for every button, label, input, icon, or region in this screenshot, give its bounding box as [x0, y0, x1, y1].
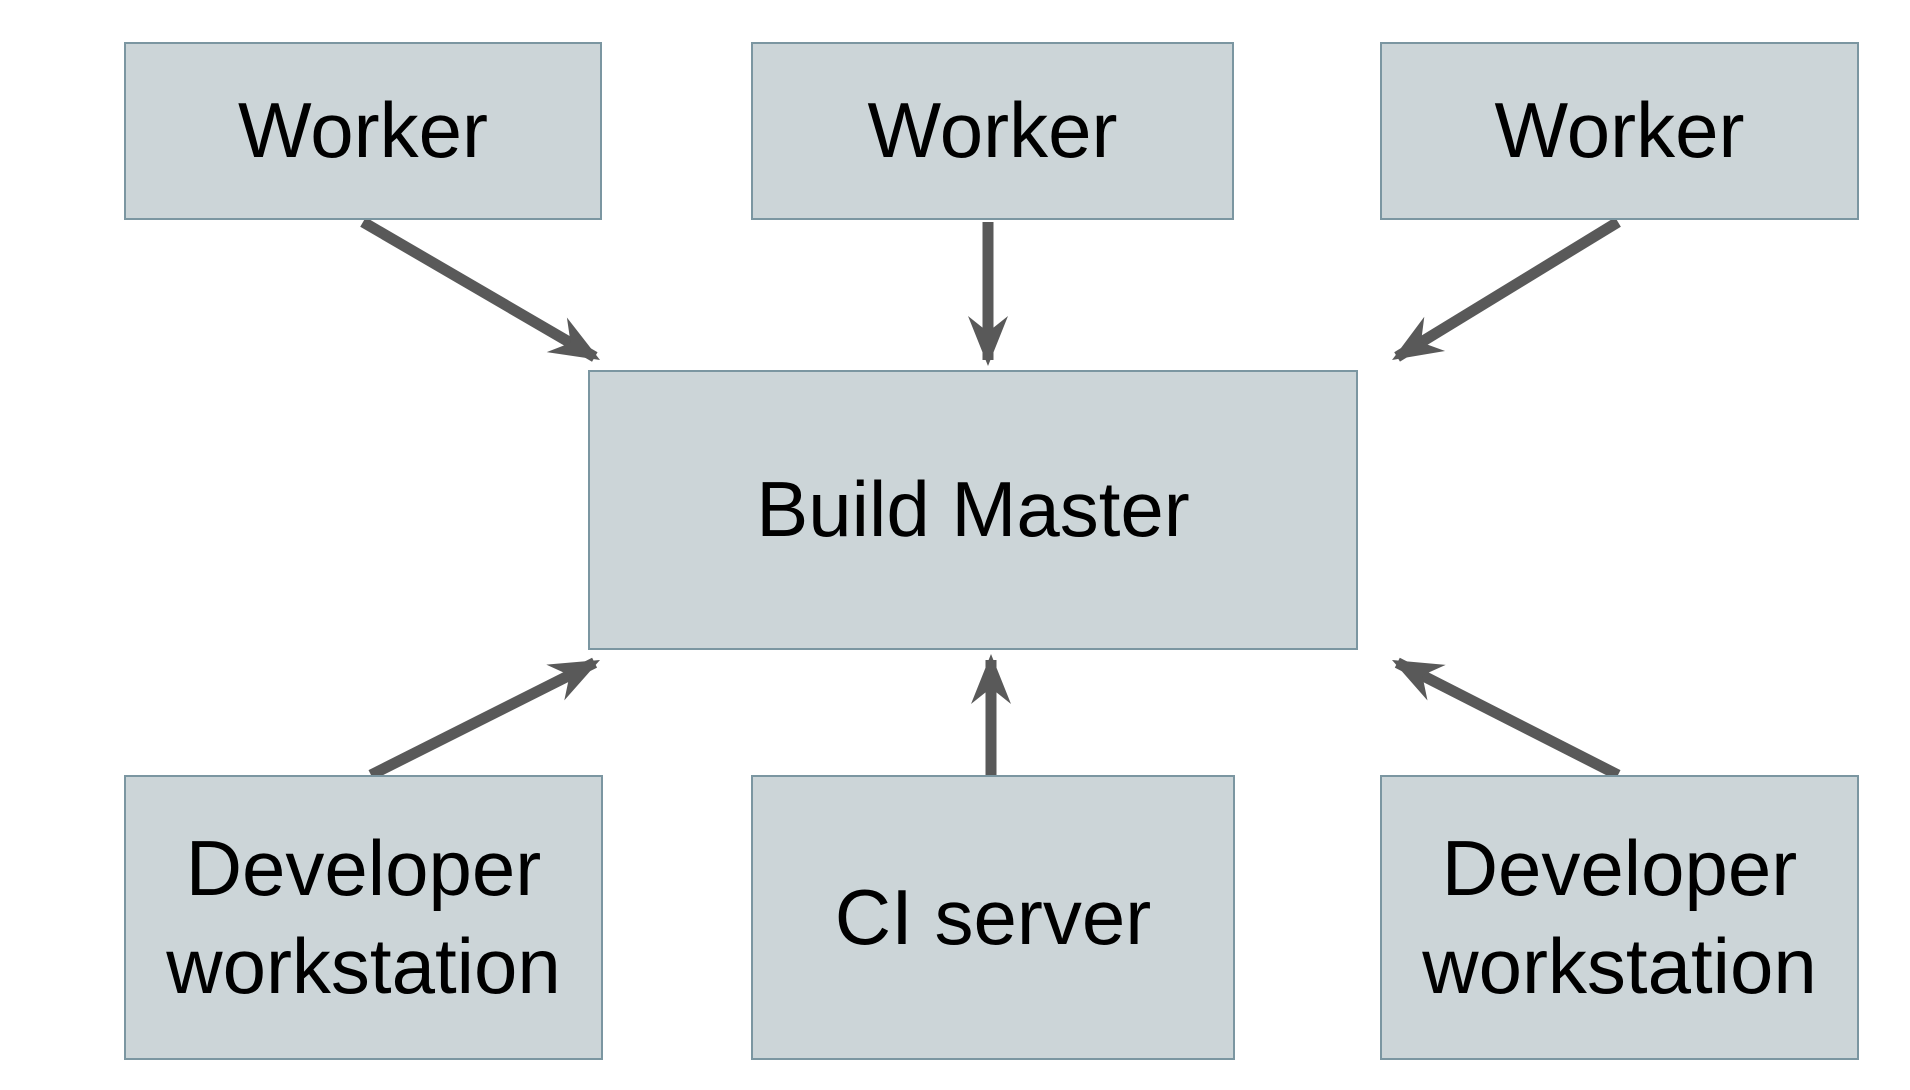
node-worker-1-label: Worker [238, 86, 488, 175]
arrowhead-icon [546, 660, 600, 701]
arrowhead-icon [546, 317, 600, 360]
edge-dev-workstation-1-to-build-master [368, 657, 600, 780]
node-worker-3-label: Worker [1494, 86, 1745, 175]
node-build-master-label: Build Master [756, 465, 1190, 554]
node-ci-server: CI server [751, 775, 1235, 1060]
edge-worker-2-to-build-master [968, 222, 1008, 366]
node-dev-workstation-1: Developer workstation [124, 775, 603, 1060]
edge-dev-workstation-2-to-build-master [1392, 657, 1621, 780]
node-worker-1: Worker [124, 42, 602, 220]
node-worker-2: Worker [751, 42, 1234, 220]
node-worker-2-label: Worker [867, 86, 1118, 175]
arrowhead-icon [1392, 660, 1446, 701]
node-dev-workstation-2: Developer workstation [1380, 775, 1859, 1060]
edge-worker-1-to-build-master [360, 217, 600, 362]
edge-ci-server-to-build-master [971, 654, 1011, 775]
node-dev-workstation-2-label: Developer workstation [1422, 824, 1817, 1010]
node-dev-workstation-1-label: Developer workstation [166, 824, 561, 1010]
arrowhead-icon [971, 654, 1011, 704]
arrowhead-icon [1392, 316, 1446, 360]
node-worker-3: Worker [1380, 42, 1859, 220]
edge-worker-3-to-build-master [1392, 217, 1621, 362]
arrowhead-icon [968, 316, 1008, 366]
node-build-master: Build Master [588, 370, 1358, 650]
node-ci-server-label: CI server [834, 872, 1152, 961]
